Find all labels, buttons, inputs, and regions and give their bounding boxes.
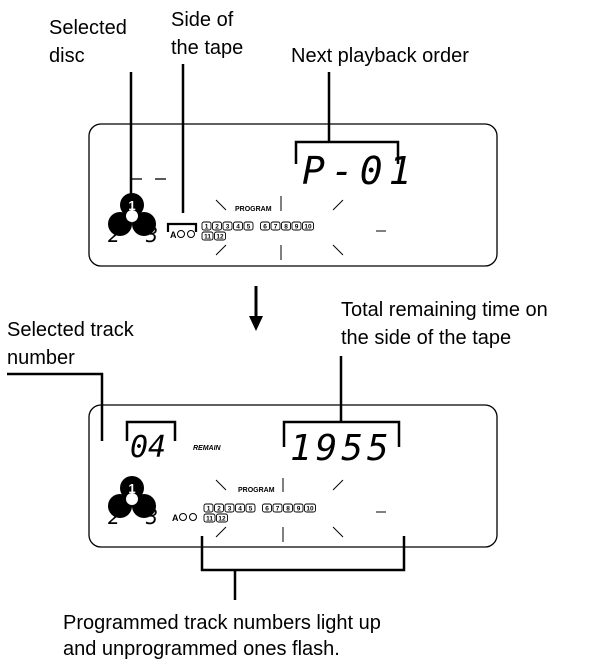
track-box xyxy=(235,503,245,513)
track-box xyxy=(233,221,243,231)
program-label-bottom: PROGRAM xyxy=(238,487,275,494)
tape-reel-icon xyxy=(177,230,195,238)
track-box xyxy=(262,503,272,513)
bottom-display-panel xyxy=(88,404,498,548)
track-number: 7 xyxy=(274,224,278,231)
track-number: 9 xyxy=(297,506,301,513)
track-box xyxy=(281,221,291,231)
track-box xyxy=(224,503,235,513)
track-number: 10 xyxy=(304,224,312,231)
track-box xyxy=(270,221,281,231)
disc-number-2-bottom: 2 xyxy=(108,505,120,529)
disc-number-3-bottom: 3 xyxy=(145,505,158,529)
order-display: P-01 xyxy=(302,149,418,193)
bracket-tape-side xyxy=(166,222,198,232)
track-number: 3 xyxy=(226,224,230,231)
bracket-programmed-tracks xyxy=(200,536,406,572)
remaining-time-display: 1955 xyxy=(290,428,393,469)
disc-tray-icon-bottom: 1 xyxy=(108,476,156,518)
track-box xyxy=(293,503,304,513)
disc-number-3: 3 xyxy=(145,223,158,247)
leader-selected-track xyxy=(7,372,104,441)
track-number: 12 xyxy=(218,516,226,523)
label-programmed-tracks-line1: Programmed track numbers light up xyxy=(63,612,381,634)
bracket-track-number xyxy=(125,420,177,441)
track-box xyxy=(222,221,233,231)
track-box xyxy=(214,503,224,513)
track-box xyxy=(214,231,226,241)
track-box xyxy=(245,503,256,513)
track-box xyxy=(203,503,214,513)
track-box xyxy=(260,221,270,231)
tape-side-indicator: A xyxy=(170,230,177,240)
track-number: 9 xyxy=(295,224,299,231)
label-tape-side-line1: Side of xyxy=(171,9,234,31)
label-selected-disc-line2: disc xyxy=(49,45,85,67)
track-box xyxy=(243,221,254,231)
track-number: 3 xyxy=(228,506,232,513)
label-remaining-time-line1: Total remaining time on xyxy=(341,299,548,321)
track-box xyxy=(203,513,216,523)
top-display-panel xyxy=(88,123,498,267)
track-number: 8 xyxy=(284,224,288,231)
track-number: 2 xyxy=(217,506,221,513)
track-number: 6 xyxy=(263,224,267,231)
disc-number-2: 2 xyxy=(108,223,120,247)
track-number: 11 xyxy=(206,516,213,523)
flash-rays xyxy=(215,199,386,260)
track-number-display: 04 xyxy=(130,430,166,465)
tape-reel-icon-bottom xyxy=(179,513,197,521)
track-number: 2 xyxy=(215,224,219,231)
label-next-playback-order: Next playback order xyxy=(291,45,469,67)
track-number: 4 xyxy=(238,506,242,513)
transition-arrow-head xyxy=(249,316,263,331)
track-box xyxy=(201,231,214,241)
track-box xyxy=(212,221,222,231)
track-box xyxy=(304,503,316,513)
track-number: 1 xyxy=(205,224,209,231)
track-number: 1 xyxy=(207,506,211,513)
remain-label: REMAIN xyxy=(193,445,222,452)
label-selected-disc-line1: Selected xyxy=(49,17,127,39)
track-box xyxy=(216,513,228,523)
track-number: 4 xyxy=(236,224,240,231)
track-box xyxy=(272,503,283,513)
track-number: 10 xyxy=(306,506,314,513)
label-selected-track-line1: Selected track xyxy=(7,319,134,341)
tape-side-indicator-bottom: A xyxy=(172,513,179,523)
bracket-remaining-time xyxy=(282,420,401,447)
label-tape-side-line2: the tape xyxy=(171,37,244,59)
track-box xyxy=(201,221,212,231)
track-number: 6 xyxy=(265,506,269,513)
track-number: 8 xyxy=(286,506,290,513)
track-number: 11 xyxy=(204,234,211,241)
disc-number-1-bottom: 1 xyxy=(128,481,135,496)
track-box xyxy=(283,503,293,513)
flash-rays-bottom xyxy=(215,479,386,542)
disc-number-1: 1 xyxy=(128,198,135,213)
label-programmed-tracks-line2: and unprogrammed ones flash. xyxy=(63,638,340,660)
track-box xyxy=(291,221,302,231)
bracket-next-order xyxy=(294,140,400,164)
track-number: 12 xyxy=(216,234,224,241)
disc-tray-icon: 1 xyxy=(108,193,156,236)
label-remaining-time-line2: the side of the tape xyxy=(341,327,512,349)
program-label: PROGRAM xyxy=(235,206,272,213)
label-selected-track-line2: number xyxy=(7,347,75,369)
track-number: 5 xyxy=(247,224,251,231)
track-box xyxy=(302,221,314,231)
track-number: 7 xyxy=(276,506,280,513)
track-number: 5 xyxy=(249,506,253,513)
